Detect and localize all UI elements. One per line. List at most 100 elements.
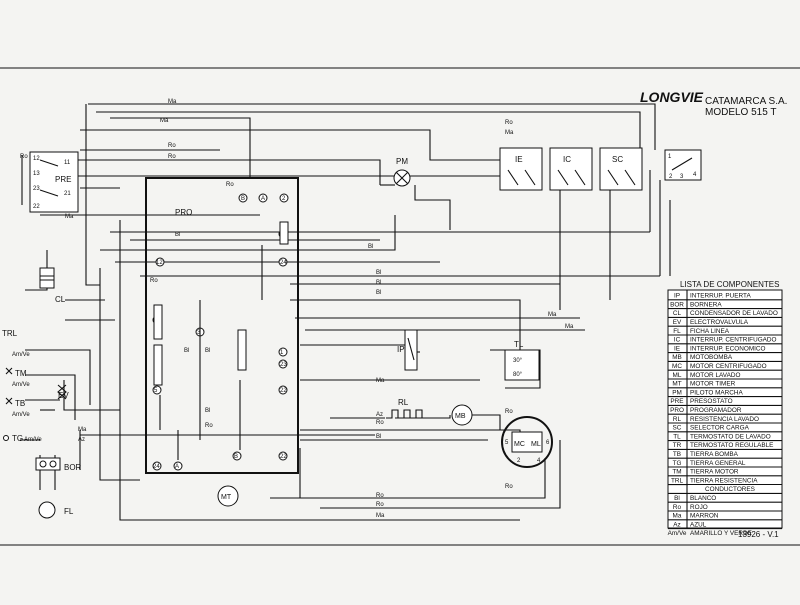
svg-text:A: A (261, 196, 265, 202)
svg-text:2: 2 (517, 458, 521, 464)
legend-code: TG (673, 460, 682, 467)
svg-text:Bl: Bl (376, 280, 381, 286)
conductor-code: Bl (674, 495, 680, 502)
svg-text:6: 6 (546, 440, 550, 446)
document-code: 13926 - V.1 (738, 530, 779, 539)
svg-text:80°: 80° (513, 372, 523, 378)
svg-text:Az: Az (376, 412, 383, 418)
svg-text:Ma: Ma (168, 99, 177, 105)
legend-code: TM (672, 469, 681, 476)
svg-text:3: 3 (197, 330, 201, 336)
svg-text:PM: PM (396, 157, 408, 166)
legend-desc: BORNERA (690, 301, 722, 308)
svg-text:CL: CL (55, 295, 66, 304)
svg-text:2: 2 (282, 196, 286, 202)
conductor-code: Ro (673, 504, 682, 511)
svg-text:Bl: Bl (205, 408, 210, 414)
svg-text:Ma: Ma (376, 513, 385, 519)
legend-desc: TIERRA BOMBA (690, 451, 739, 458)
interruptor-puerta-ip: IP (397, 329, 418, 371)
svg-text:Bl: Bl (376, 434, 381, 440)
electrovalvula-ev: EV (57, 384, 69, 400)
svg-text:21: 21 (64, 191, 71, 197)
legend-code: TL (673, 433, 681, 440)
svg-text:MC: MC (514, 441, 525, 448)
svg-text:24: 24 (153, 464, 160, 470)
svg-text:Ma: Ma (376, 378, 385, 384)
legend-code: PRE (670, 398, 683, 405)
svg-text:MT: MT (221, 494, 232, 501)
svg-text:22: 22 (280, 454, 287, 460)
legend-code: TB (673, 451, 681, 458)
legend-desc: TIERRA MOTOR (690, 469, 739, 476)
legend-code: RL (673, 416, 682, 423)
svg-text:Ma: Ma (78, 427, 87, 433)
svg-text:A: A (175, 464, 179, 470)
svg-text:Am/Ve: Am/Ve (12, 352, 30, 358)
interruptor-economico-ie: IE (499, 147, 543, 191)
svg-text:IP: IP (397, 345, 405, 354)
svg-text:Ro: Ro (150, 278, 158, 284)
svg-text:Ro: Ro (205, 423, 213, 429)
svg-text:Ma: Ma (548, 312, 557, 318)
legend-code: BOR (670, 301, 684, 308)
svg-text:11: 11 (64, 160, 71, 166)
svg-text:30°: 30° (513, 358, 523, 364)
svg-text:3: 3 (680, 174, 684, 180)
conductor-code: Ma (673, 513, 682, 520)
motor-principal-mc-ml: MC ML 5 6 2 4 (501, 416, 553, 468)
svg-text:12: 12 (156, 260, 163, 266)
svg-text:IE: IE (515, 155, 523, 164)
svg-text:BOR: BOR (64, 463, 82, 472)
legend-desc: MOTOR TIMER (690, 381, 736, 388)
svg-text:Bl: Bl (184, 348, 189, 354)
svg-text:Bl: Bl (205, 348, 210, 354)
legend-code: IC (674, 337, 681, 344)
presostato-pre: PRE 12 11 13 23 21 22 (21, 151, 79, 213)
termostato-regulable-tr: 2 3 1 4 (664, 149, 702, 181)
conductor-desc: MARRON (690, 513, 719, 520)
svg-text:22: 22 (280, 388, 287, 394)
legend-desc: INTERRUP. ECONOMICO (690, 345, 766, 352)
svg-text:ML: ML (531, 441, 541, 448)
legend-desc: TERMOSTATO DE LAVADO (690, 433, 771, 440)
model-name: MODELO 515 T (705, 107, 777, 118)
conductor-desc: AMARILLO Y VERDE (690, 530, 752, 537)
conductors-header-bg (688, 485, 782, 493)
legend-code: CL (673, 310, 682, 317)
legend-title: LISTA DE COMPONENTES (680, 280, 779, 289)
legend-code: PM (672, 389, 682, 396)
svg-text:1: 1 (668, 154, 672, 160)
svg-text:Ma: Ma (565, 324, 574, 330)
termostato-lavado-tl: TL 30° 80° (504, 340, 540, 381)
conductor-desc: AZUL (690, 521, 707, 528)
bornera-bor: BOR (35, 457, 82, 472)
svg-text:22: 22 (33, 204, 40, 210)
legend-code: MB (672, 354, 682, 361)
svg-text:23: 23 (280, 362, 287, 368)
svg-text:B: B (234, 454, 238, 460)
conductor-desc: BLANCO (690, 495, 716, 502)
legend-desc: TERMOSTATO REGULABLE (690, 442, 773, 449)
legend-code: IE (674, 345, 680, 352)
svg-text:12: 12 (33, 156, 40, 162)
legend-code: TRL (671, 477, 684, 484)
svg-text:Ro: Ro (376, 420, 384, 426)
svg-text:Ro: Ro (505, 484, 513, 490)
legend-desc: INTERRUP. PUERTA (690, 293, 751, 300)
svg-text:Ma: Ma (160, 118, 169, 124)
svg-text:Ro: Ro (168, 143, 176, 149)
svg-text:1: 1 (280, 350, 284, 356)
legend-desc: CONDENSADOR DE LAVADO (690, 310, 778, 317)
legend-desc: FICHA LINEA (690, 328, 730, 335)
pro-label: PRO (175, 208, 192, 217)
company-name: CATAMARCA S.A. (705, 96, 787, 107)
legend-code: EV (673, 319, 682, 326)
legend-desc: INTERRUP. CENTRIFUGADO (690, 337, 777, 344)
selector-carga-sc: SC (599, 147, 643, 191)
legend-desc: RESISTENCIA LAVADO (690, 416, 759, 423)
svg-text:TL: TL (514, 340, 524, 349)
